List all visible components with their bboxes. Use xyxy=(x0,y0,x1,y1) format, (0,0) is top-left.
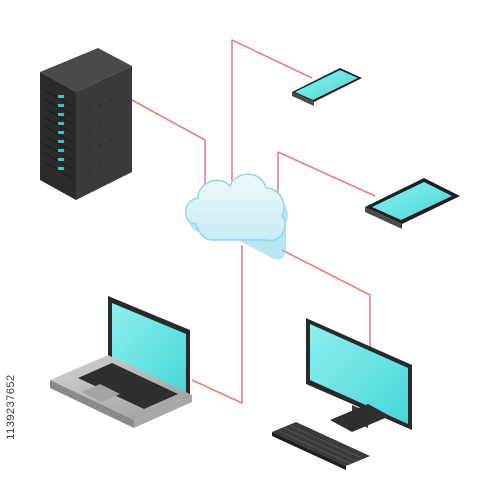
server-rack-icon xyxy=(40,48,132,200)
server-unit-leds xyxy=(58,95,64,170)
link-cloud-tablet xyxy=(277,151,376,215)
keyboard-icon xyxy=(272,422,370,470)
link-cloud-laptop xyxy=(191,245,243,404)
link-cloud-phone xyxy=(231,39,313,185)
cloud-icon xyxy=(185,173,289,260)
smartphone-icon xyxy=(292,68,362,106)
stock-id-label: 1139237652 xyxy=(5,374,17,440)
desktop-monitor-icon xyxy=(306,318,412,432)
link-cloud-desktop xyxy=(281,249,371,350)
link-server-cloud xyxy=(131,99,206,200)
laptop-icon xyxy=(50,296,192,428)
tablet-icon xyxy=(365,178,460,229)
